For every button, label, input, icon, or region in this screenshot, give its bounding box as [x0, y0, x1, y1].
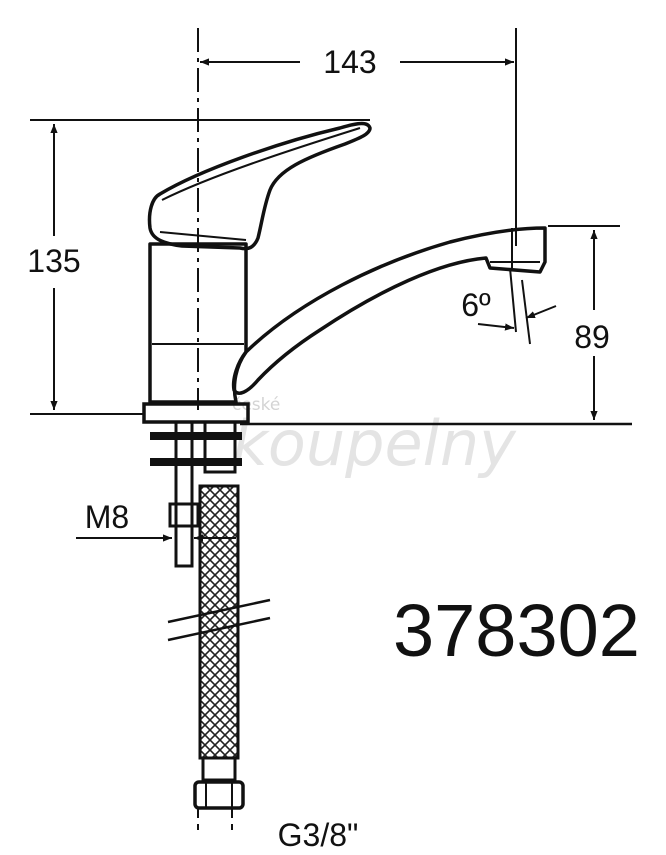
lever-handle — [147, 121, 372, 251]
mount-washer-1 — [150, 432, 242, 440]
dimension-thread: M8 — [76, 499, 236, 542]
mount-shank — [203, 420, 237, 474]
mount-nut — [168, 502, 200, 528]
hose-braid — [198, 484, 240, 760]
watermark-line2: koupelny — [232, 407, 517, 480]
dim-135-label: 135 — [27, 243, 80, 279]
angle-arrow-right — [525, 305, 557, 319]
angle-ref-2 — [521, 279, 531, 345]
spout — [231, 226, 547, 395]
angle-ref-1 — [509, 267, 517, 333]
dim-angle-label: 6º — [461, 287, 491, 323]
dim-m8-label: M8 — [85, 499, 129, 535]
braided-hose — [167, 484, 271, 810]
break-line-1 — [167, 598, 271, 624]
mount-washer-2 — [150, 458, 242, 466]
watermark-line1: české — [232, 395, 280, 415]
dim-143-label: 143 — [323, 44, 376, 80]
dimension-spout-height: 89 — [240, 225, 632, 426]
product-code: 378302 — [393, 589, 640, 672]
hose-nut — [193, 780, 245, 810]
hose-ferrule — [201, 756, 237, 782]
dim-hose-thread-label: G3/8" — [278, 817, 359, 853]
body-cylinder — [148, 242, 248, 404]
dimension-height: 135 — [27, 119, 370, 415]
lever-underside — [159, 231, 247, 241]
dimension-angle: 6º — [461, 267, 557, 345]
break-line-2 — [167, 616, 271, 642]
dim-89-label: 89 — [574, 319, 610, 355]
lever-edge — [161, 127, 361, 201]
watermark: české koupelny — [232, 395, 517, 480]
mount-stud — [174, 420, 194, 568]
dimension-width: 143 — [200, 28, 517, 246]
angle-arrow-left — [477, 323, 515, 331]
